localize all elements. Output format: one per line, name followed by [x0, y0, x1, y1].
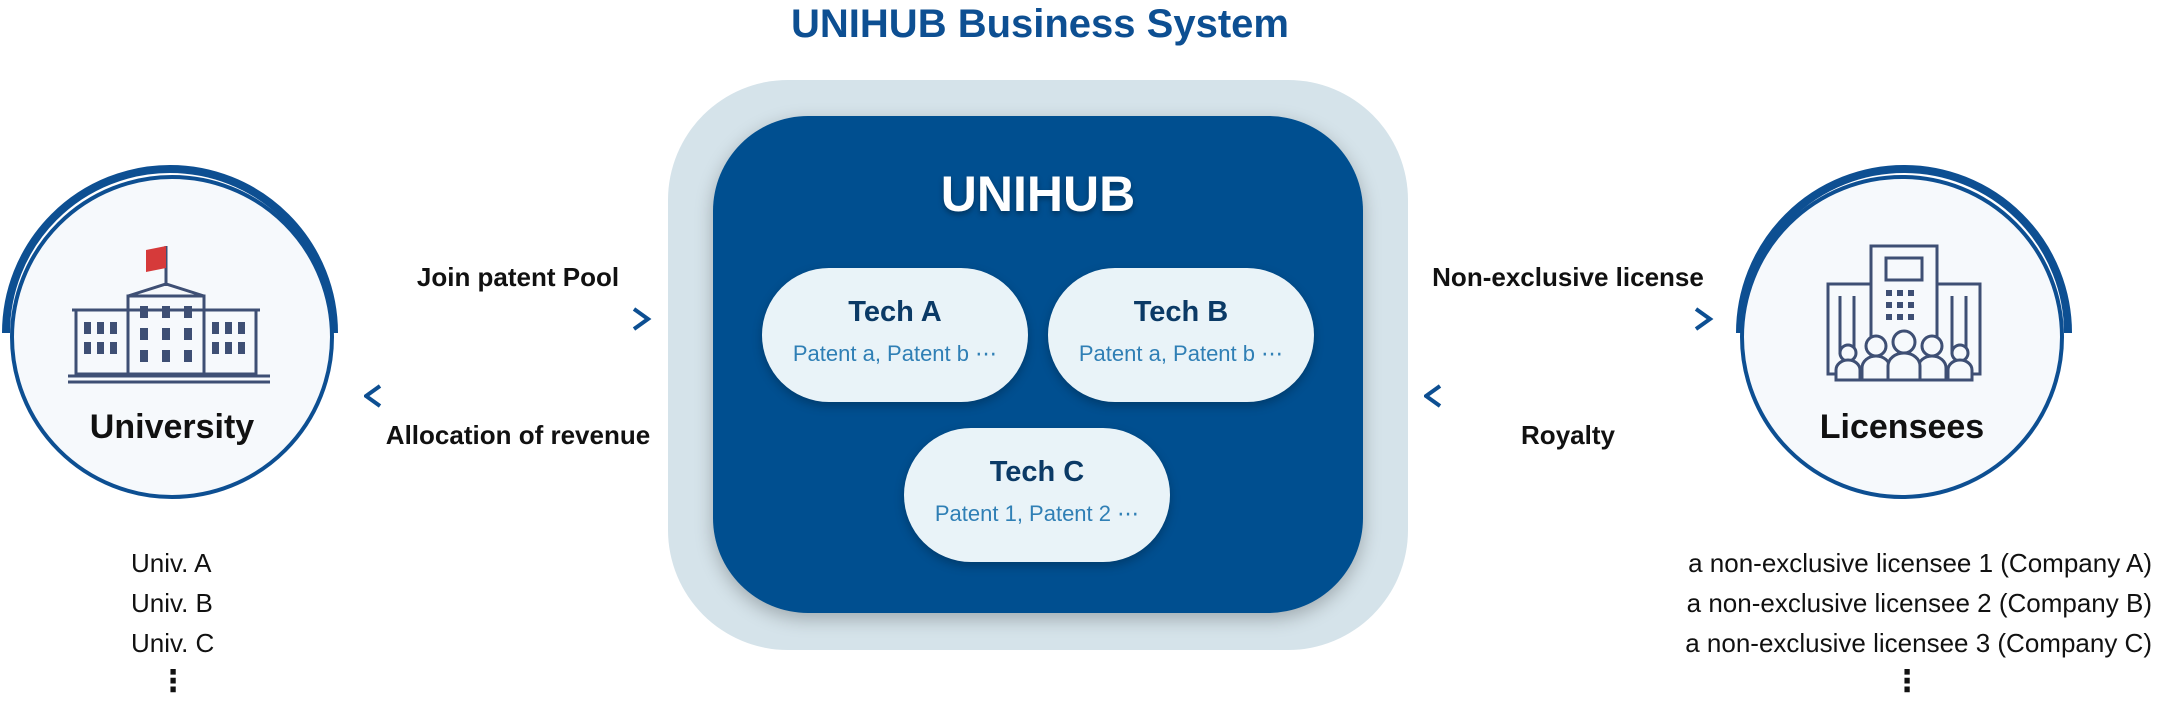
university-more-indicator: ⋮ — [158, 665, 188, 698]
license-arrow — [1432, 307, 1714, 331]
tech-name: Tech C — [989, 456, 1085, 488]
tech-name: Tech B — [1133, 296, 1229, 328]
university-arc — [2, 165, 338, 334]
tech-b-node: Tech B Patent a, Patent b ⋯ — [1048, 268, 1314, 402]
allocation-arrow — [364, 384, 654, 408]
join-pool-arrow — [370, 307, 652, 331]
university-member: Univ. A — [131, 548, 212, 578]
university-building-icon — [68, 246, 270, 384]
royalty-arrow — [1424, 384, 1714, 408]
licensees-label: Licensees — [1819, 408, 1985, 446]
tech-c-node: Tech C Patent 1, Patent 2 ⋯ — [904, 428, 1170, 562]
university-label: University — [89, 408, 255, 446]
tech-patents: Patent 1, Patent 2 ⋯ — [934, 501, 1140, 526]
tech-patents: Patent a, Patent b ⋯ — [792, 341, 998, 366]
licensee-member: a non-exclusive licensee 1 (Company A) — [1688, 548, 2152, 578]
university-member: Univ. B — [131, 588, 213, 618]
hub-title: UNIHUB — [940, 166, 1136, 222]
license-label: Non-exclusive license — [1432, 262, 1704, 292]
tech-name: Tech A — [848, 296, 942, 328]
royalty-label: Royalty — [1521, 420, 1615, 450]
join-pool-label: Join patent Pool — [416, 262, 620, 292]
licensees-more-indicator: ⋮ — [1892, 665, 1922, 698]
office-building-icon — [1826, 244, 1982, 382]
university-circle — [10, 175, 334, 499]
university-member: Univ. C — [131, 628, 215, 658]
tech-patents: Patent a, Patent b ⋯ — [1078, 341, 1284, 366]
licensee-member: a non-exclusive licensee 2 (Company B) — [1686, 588, 2152, 618]
tech-a-node: Tech A Patent a, Patent b ⋯ — [762, 268, 1028, 402]
allocation-label: Allocation of revenue — [385, 420, 651, 450]
licensees-arc — [1736, 165, 2072, 334]
licensee-member: a non-exclusive licensee 3 (Company C) — [1685, 628, 2152, 658]
diagram-title: UNIHUB Business System — [791, 2, 1289, 46]
